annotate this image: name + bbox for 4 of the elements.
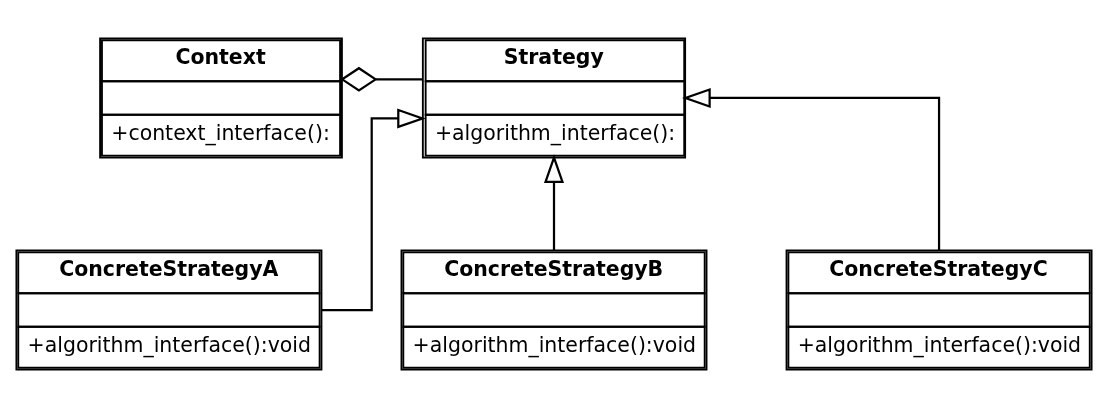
- connector: [340, 66, 423, 92]
- arrow: [682, 87, 941, 251]
- arrow: [543, 154, 565, 251]
- arrow: [321, 108, 426, 312]
